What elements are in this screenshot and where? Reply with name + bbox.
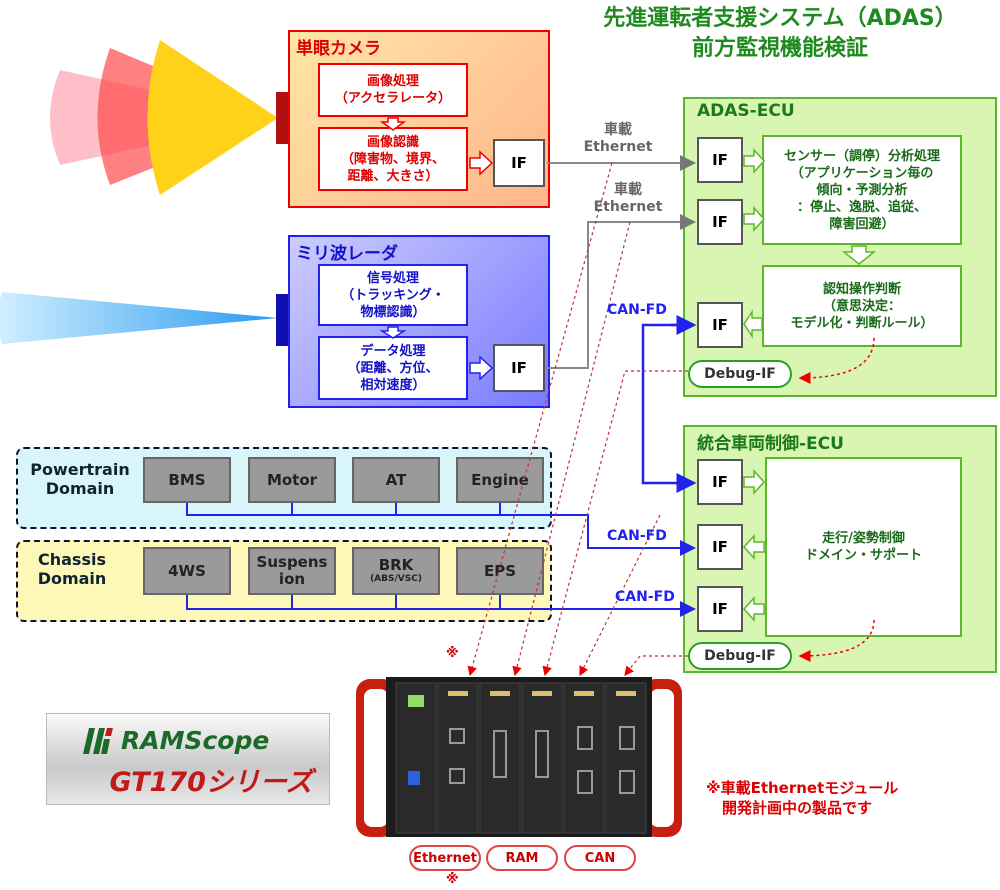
device-graphic bbox=[356, 677, 682, 837]
label: Ethernet bbox=[593, 199, 663, 215]
label: Suspens bbox=[256, 553, 328, 571]
label: ドメイン・サポート bbox=[804, 548, 922, 563]
label: ion bbox=[278, 570, 306, 588]
radar-title: ミリ波レーダ bbox=[296, 244, 398, 264]
label: Chassis bbox=[38, 550, 106, 569]
vcu-if-2: IF bbox=[697, 524, 743, 570]
module-note-mark: ※ bbox=[446, 872, 459, 887]
label: （障害物、境界、 bbox=[340, 151, 445, 167]
camera-if: IF bbox=[493, 139, 545, 187]
label: 傾向・予測分析 bbox=[816, 182, 908, 198]
canfd-label-2: CAN-FD bbox=[607, 528, 667, 544]
4ws-node: 4WS bbox=[143, 547, 231, 595]
label: Powertrain bbox=[30, 460, 130, 479]
label: データ処理 bbox=[360, 343, 426, 359]
adas-if-3: IF bbox=[697, 302, 743, 348]
adas-decision: 認知操作判断（意思決定：モデル化・判断ルール） bbox=[762, 265, 962, 347]
label: EPS bbox=[483, 561, 517, 580]
camera-image-recognition: 画像認識（障害物、境界、距離、大きさ） bbox=[318, 127, 468, 191]
radar-lens bbox=[276, 294, 290, 346]
camera-image-processing: 画像処理 （アクセラレータ） bbox=[318, 63, 468, 117]
eps-node: EPS bbox=[456, 547, 544, 595]
label: 認知操作判断 bbox=[822, 281, 901, 297]
label: ※車載Ethernetモジュール bbox=[706, 779, 899, 797]
label: （距離、方位、 bbox=[347, 360, 439, 376]
gt170-device bbox=[356, 671, 682, 844]
label: ：停止、逸脱、追従、 bbox=[796, 199, 927, 215]
label: （アクセラレータ） bbox=[334, 91, 452, 106]
label: 車載 bbox=[604, 122, 632, 138]
brk-node: BRK(ABS/VSC) bbox=[352, 547, 440, 595]
at-node: AT bbox=[352, 457, 440, 503]
label: 画像認識 bbox=[366, 134, 419, 150]
adas-if-1: IF bbox=[697, 137, 743, 183]
canfd-label-1: CAN-FD bbox=[607, 302, 667, 318]
adas-title: ADAS-ECU bbox=[697, 101, 795, 121]
label: Domain bbox=[37, 569, 107, 588]
logo-series: GT170シリーズ bbox=[109, 767, 313, 798]
module-ram: RAM bbox=[486, 845, 558, 871]
canfd-label-3: CAN-FD bbox=[615, 589, 675, 605]
label: （アプリケーション毎の bbox=[790, 165, 934, 181]
adas-debug-if: Debug-IF bbox=[688, 360, 792, 388]
module-ethernet: Ethernet bbox=[409, 845, 481, 871]
radar-if: IF bbox=[493, 344, 545, 392]
title-line1: 先進運転者支援システム（ADAS） bbox=[603, 6, 957, 31]
label: 障害回避） bbox=[829, 216, 895, 232]
label: （意思決定： bbox=[822, 298, 901, 314]
logo-brand: RAMScope bbox=[121, 726, 270, 755]
label: 4WS bbox=[168, 561, 206, 580]
label: センサー（調停）分析処理 bbox=[783, 148, 940, 164]
vcu-control: 走行/姿勢制御ドメイン・サポート bbox=[765, 457, 962, 637]
label: 距離、大きさ） bbox=[347, 168, 439, 184]
bms-node: BMS bbox=[143, 457, 231, 503]
label: Ethernet bbox=[583, 139, 653, 155]
label: Domain bbox=[45, 479, 115, 498]
label: BRK bbox=[378, 556, 414, 574]
label: 画像処理 bbox=[366, 74, 419, 89]
camera-lens bbox=[276, 92, 290, 144]
camera-title: 単眼カメラ bbox=[296, 39, 381, 59]
label: 相対速度） bbox=[360, 377, 426, 393]
radar-beam bbox=[0, 292, 278, 344]
vcu-if-3: IF bbox=[697, 586, 743, 632]
label: 走行/姿勢制御 bbox=[822, 531, 905, 546]
module-can: CAN bbox=[564, 845, 636, 871]
motor-node: Motor bbox=[248, 457, 336, 503]
vcu-title: 統合車両制御-ECU bbox=[697, 434, 844, 454]
label: 物標認識） bbox=[360, 304, 426, 320]
page-title: 先進運転者支援システム（ADAS） 前方監視機能検証 bbox=[560, 4, 1000, 64]
title-line2: 前方監視機能検証 bbox=[691, 36, 868, 61]
label: （トラッキング・ bbox=[341, 287, 445, 303]
adas-if-2: IF bbox=[697, 199, 743, 245]
label: 開発計画中の製品です bbox=[722, 799, 873, 817]
adas-sensor-analysis: センサー（調停）分析処理（アプリケーション毎の傾向・予測分析：停止、逸脱、追従、… bbox=[762, 135, 962, 245]
label: モデル化・判断ルール） bbox=[790, 315, 934, 331]
vcu-if-1: IF bbox=[697, 459, 743, 505]
label: 車載 bbox=[614, 182, 642, 198]
label: (ABS/VSC) bbox=[370, 574, 422, 584]
product-note: ※車載Ethernetモジュール 開発計画中の製品です bbox=[706, 778, 898, 818]
camera-beam-inner bbox=[147, 40, 278, 195]
logo-mark-icon bbox=[81, 726, 115, 756]
label: 信号処理 bbox=[366, 270, 419, 286]
radar-signal-processing: 信号処理（トラッキング・物標認識） bbox=[318, 264, 468, 326]
radar-data-processing: データ処理（距離、方位、相対速度） bbox=[318, 336, 468, 400]
note-mark-top: ※ bbox=[446, 646, 459, 661]
engine-node: Engine bbox=[456, 457, 544, 503]
ramscope-logo: RAMScope GT170シリーズ bbox=[46, 713, 330, 805]
vcu-debug-if: Debug-IF bbox=[688, 642, 792, 670]
